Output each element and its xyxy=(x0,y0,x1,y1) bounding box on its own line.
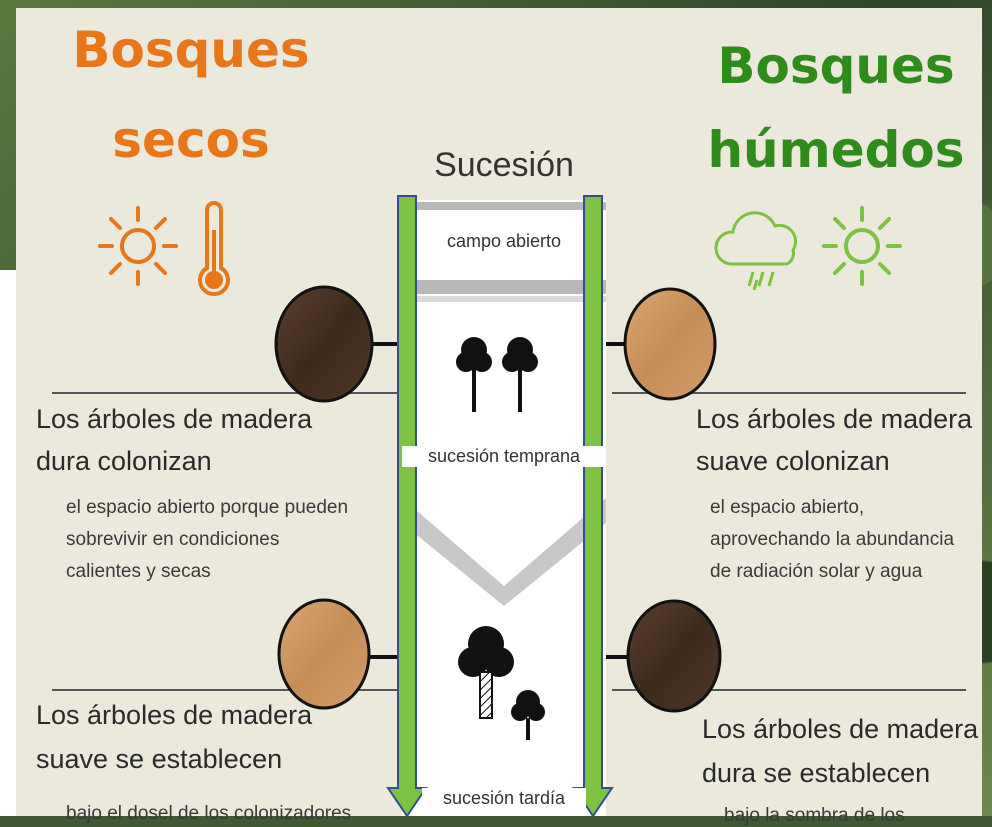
tree-icon xyxy=(458,626,514,719)
sun-icon xyxy=(822,206,902,286)
tree-icon xyxy=(456,337,492,412)
stage-early-label: sucesión temprana xyxy=(402,446,606,467)
succession-title: Sucesión xyxy=(434,146,574,184)
left-margin xyxy=(0,270,16,816)
tree-icon xyxy=(502,337,538,412)
wet-forest-title-line2: húmedos xyxy=(707,121,965,179)
wet-block1-body-line2: aprovechando la abundancia xyxy=(710,529,955,550)
dark-wood-sample xyxy=(626,599,722,713)
thermometer-icon xyxy=(198,201,230,297)
arrow-down-icon xyxy=(386,195,428,816)
wet-block2-heading-line2: dura se establecen xyxy=(702,758,931,788)
stage-late-label: sucesión tardía xyxy=(422,788,586,809)
infographic-panel: Bosques secos Bosques húmedos Sucesión c… xyxy=(16,8,982,826)
dry-block1-body-line3: calientes y secas xyxy=(66,561,211,582)
wet-forest-title-line1: Bosques xyxy=(717,37,955,95)
wet-block2-heading-line1: Los árboles de madera xyxy=(702,714,979,744)
dry-forest-title-line2: secos xyxy=(112,111,270,169)
light-wood-sample xyxy=(277,598,371,710)
dry-block2-heading-line2: suave se establecen xyxy=(36,744,283,774)
wet-block1-heading-line2: suave colonizan xyxy=(696,446,890,476)
chevron-down-icon xyxy=(402,498,606,606)
dry-block1-heading-line2: dura colonizan xyxy=(36,446,212,476)
infographic-graphics xyxy=(52,195,966,816)
dry-forest-title-line1: Bosques xyxy=(72,21,310,79)
wet-block1-heading-line1: Los árboles de madera xyxy=(696,404,973,434)
succession-column xyxy=(402,200,606,816)
dry-block1-heading-line1: Los árboles de madera xyxy=(36,404,313,434)
tree-icon xyxy=(511,690,545,740)
sun-icon xyxy=(98,206,178,286)
wet-block1-body-line3: de radiación solar y agua xyxy=(710,561,923,582)
dry-block1-body-line1: el espacio abierto porque pueden xyxy=(66,497,349,518)
wet-block1-body-line1: el espacio abierto, xyxy=(710,497,865,518)
dark-wood-sample xyxy=(274,285,374,403)
light-wood-sample xyxy=(623,287,717,401)
dry-block2-body-line1: bajo el dosel de los colonizadores xyxy=(66,803,352,824)
rain-cloud-icon xyxy=(714,211,798,291)
dry-block1-body-line2: sobrevivir en condiciones xyxy=(66,529,280,550)
stage-open-label: campo abierto xyxy=(446,231,562,251)
dry-block2-heading-line1: Los árboles de madera xyxy=(36,700,313,730)
